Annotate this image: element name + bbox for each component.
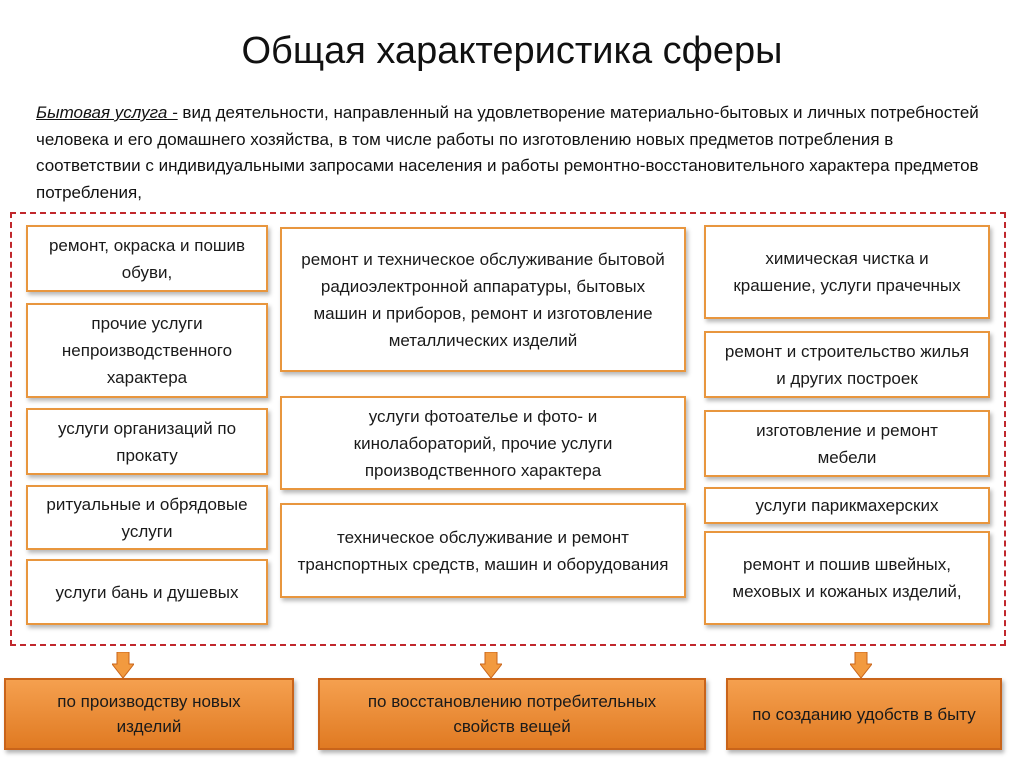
result-box: по производству новых изделий (4, 678, 294, 750)
service-box: химическая чистка и крашение, услуги пра… (704, 225, 990, 319)
service-box: ремонт, окраска и пошив обуви, (26, 225, 268, 292)
service-box: ремонт и техническое обслуживание бытово… (280, 227, 686, 372)
service-box: ремонт и пошив швейных, меховых и кожаны… (704, 531, 990, 625)
service-box: услуги организаций по прокату (26, 408, 268, 475)
result-box: по восстановлению потребительных свойств… (318, 678, 706, 750)
service-box: услуги парикмахерских (704, 487, 990, 524)
service-box: прочие услуги непроизводственного характ… (26, 303, 268, 398)
page-title: Общая характеристика сферы (241, 30, 783, 72)
definition-text: Бытовая услуга - вид деятельности, напра… (36, 100, 996, 206)
arrow-down-icon (850, 652, 872, 678)
result-box: по созданию удобств в быту (726, 678, 1002, 750)
services-frame (10, 212, 1006, 646)
definition-term: Бытовая услуга - (36, 103, 178, 122)
service-box: услуги бань и душевых (26, 559, 268, 625)
service-box: ритуальные и обрядовые услуги (26, 485, 268, 550)
definition-body: вид деятельности, направленный на удовле… (36, 103, 979, 202)
service-box: услуги фотоателье и фото- и кинолаборато… (280, 396, 686, 490)
service-box: изготовление и ремонт мебели (704, 410, 990, 477)
arrow-down-icon (480, 652, 502, 678)
service-box: техническое обслуживание и ремонт трансп… (280, 503, 686, 598)
arrow-down-icon (112, 652, 134, 678)
service-box: ремонт и строительство жилья и других по… (704, 331, 990, 398)
